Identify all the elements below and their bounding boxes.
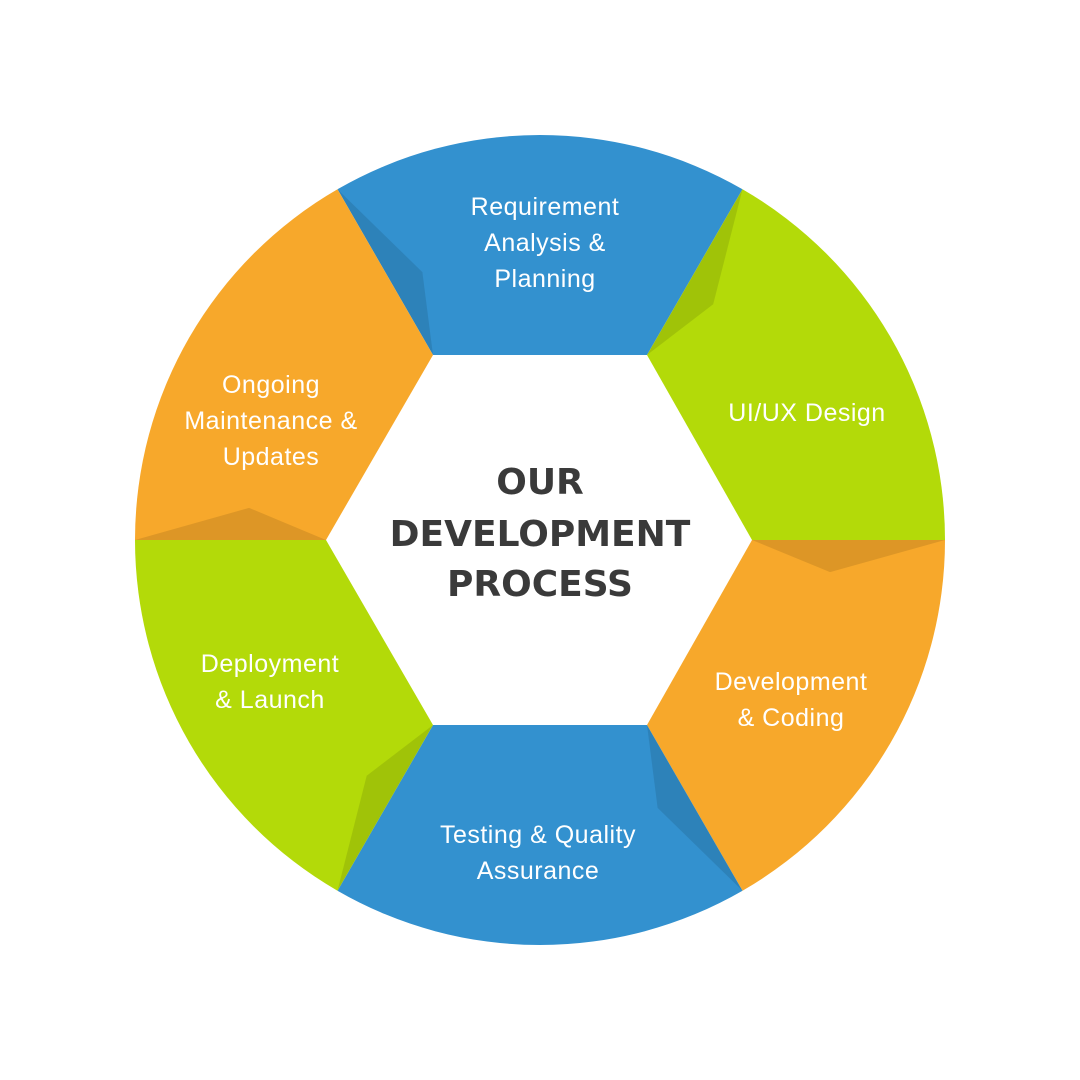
segment-shadow-development-coding (752, 540, 945, 573)
segment-ongoing-maintenance-updates (135, 189, 433, 540)
segment-shadow-testing-quality-assurance (647, 725, 743, 891)
label-ongoing-maintenance-updates-line-3: Updates (223, 443, 320, 471)
label-testing-quality-assurance-line-1: Testing & Quality (440, 821, 636, 849)
segment-shadow-ongoing-maintenance-updates (135, 507, 326, 540)
segment-layer (135, 135, 945, 945)
label-testing-quality-assurance-line-2: Assurance (477, 857, 600, 885)
label-development-coding-line-1: Development (715, 668, 868, 696)
label-deployment-launch-line-2: & Launch (215, 686, 325, 714)
segment-shadow-ui-ux-design (647, 189, 743, 355)
label-development-coding-line-2: & Coding (738, 704, 845, 732)
segment-testing-quality-assurance (337, 725, 743, 945)
label-ongoing-maintenance-updates-line-1: Ongoing (222, 371, 320, 399)
center-title: OUR DEVELOPMENT PROCESS (390, 462, 691, 605)
label-deployment-launch-line-1: Deployment (201, 650, 339, 678)
segment-requirement-analysis-planning (337, 135, 743, 355)
center-title-line-1: OUR (496, 462, 584, 503)
segment-shadow-deployment-launch (337, 725, 433, 891)
label-requirement-analysis-planning-line-3: Planning (494, 265, 595, 293)
segment-ui-ux-design (647, 189, 945, 540)
segment-development-coding (647, 540, 945, 891)
label-requirement-analysis-planning-line-2: Analysis & (484, 229, 606, 257)
center-title-line-2: DEVELOPMENT (390, 514, 691, 555)
center-title-line-3: PROCESS (447, 564, 633, 605)
segment-deployment-launch (135, 540, 433, 891)
label-requirement-analysis-planning-line-1: Requirement (471, 193, 620, 221)
label-ongoing-maintenance-updates-line-2: Maintenance & (184, 407, 357, 435)
label-ui-ux-design-line-1: UI/UX Design (728, 399, 885, 427)
